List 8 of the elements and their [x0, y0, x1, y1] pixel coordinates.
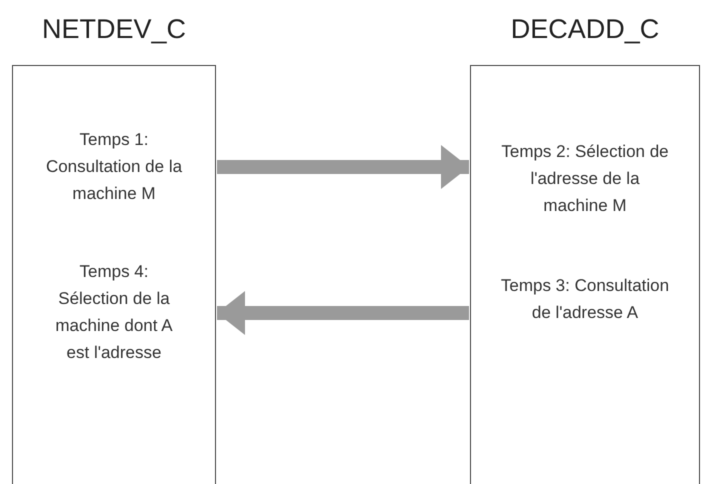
step-text: Temps 3: Consultation de l'adresse A	[491, 272, 679, 356]
step-text: Temps 1: Consultation de la machine M	[43, 126, 185, 210]
component-title: DECADD_C	[510, 14, 660, 45]
step-text: Temps 2: Sélection de l'adresse de la machine M	[499, 138, 671, 248]
step-text: Temps 4: Sélection de la machine dont A est l'adresse	[43, 258, 185, 368]
component-title: NETDEV_C	[40, 14, 188, 45]
arrow	[217, 145, 469, 189]
arrow	[217, 291, 469, 335]
